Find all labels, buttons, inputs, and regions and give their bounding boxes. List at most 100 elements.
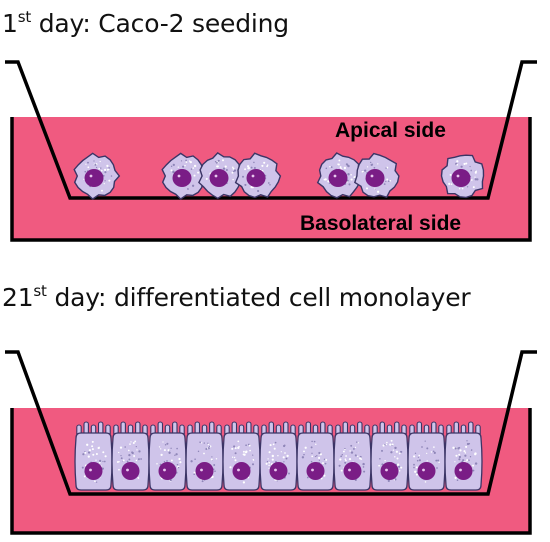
differentiated-cell — [111, 421, 150, 491]
cytoplasm-granule — [250, 185, 253, 189]
cytoplasm-granule — [465, 445, 468, 448]
cytoplasm-granule — [244, 451, 248, 454]
cytoplasm-granule — [311, 455, 314, 458]
cytoplasm-granule — [337, 163, 340, 166]
cytoplasm-granule — [231, 171, 234, 174]
cytoplasm-granule — [454, 447, 457, 450]
cytoplasm-granule — [468, 459, 470, 462]
cytoplasm-granule — [386, 178, 389, 181]
cytoplasm-granule — [224, 165, 227, 168]
cytoplasm-granule — [242, 481, 246, 484]
cytoplasm-granule — [253, 166, 256, 170]
cytoplasm-granule — [455, 454, 458, 457]
cell-membrane — [296, 432, 335, 491]
cytoplasm-granule — [104, 171, 107, 174]
cytoplasm-granule — [318, 451, 321, 455]
nucleolus — [200, 468, 203, 472]
cytoplasm-granule — [215, 161, 218, 164]
cytoplasm-granule — [311, 440, 313, 443]
cytoplasm-granule — [370, 163, 373, 167]
cytoplasm-granule — [448, 182, 451, 185]
cytoplasm-granule — [350, 451, 354, 454]
cytoplasm-granule — [207, 442, 209, 444]
cytoplasm-granule — [303, 450, 305, 453]
cytoplasm-granule — [170, 165, 173, 168]
cytoplasm-granule — [338, 159, 341, 162]
nucleolus — [214, 174, 218, 178]
cytoplasm-granule — [283, 444, 286, 447]
day21-outer-well — [10, 408, 532, 535]
cytoplasm-granule — [197, 171, 200, 174]
cytoplasm-granule — [129, 443, 131, 445]
cytoplasm-granule — [325, 458, 328, 461]
cytoplasm-granule — [203, 452, 205, 455]
nucleolus — [370, 174, 374, 178]
day21-heading-number: 21 — [2, 283, 34, 312]
cytoplasm-granule — [268, 467, 270, 469]
cytoplasm-granule — [354, 454, 357, 457]
cytoplasm-granule — [382, 444, 385, 447]
day1-heading: 1st day: Caco-2 seeding — [2, 8, 289, 38]
cytoplasm-granule — [232, 166, 234, 169]
cytoplasm-granule — [222, 167, 226, 170]
cytoplasm-granule — [163, 449, 166, 452]
cytoplasm-granule — [231, 447, 234, 450]
cytoplasm-granule — [272, 443, 275, 446]
cytoplasm-granule — [280, 451, 282, 453]
cytoplasm-granule — [187, 187, 189, 190]
cytoplasm-granule — [211, 456, 213, 458]
cytoplasm-granule — [170, 459, 173, 462]
cytoplasm-granule — [472, 186, 475, 189]
cytoplasm-granule — [234, 447, 237, 450]
cytoplasm-granule — [385, 167, 387, 169]
cytoplasm-granule — [369, 161, 372, 164]
cytoplasm-granule — [393, 479, 396, 481]
cytoplasm-granule — [245, 444, 247, 447]
cytoplasm-granule — [234, 452, 237, 455]
cytoplasm-granule — [269, 444, 272, 447]
cytoplasm-granule — [466, 459, 469, 462]
cytoplasm-granule — [252, 454, 254, 456]
cell-membrane — [259, 432, 298, 491]
differentiated-cell — [259, 421, 298, 491]
nucleolus — [333, 174, 337, 178]
day21-insert-outline — [5, 350, 537, 496]
cytoplasm-granule — [472, 464, 475, 467]
cytoplasm-granule — [178, 457, 181, 461]
cytoplasm-granule — [395, 450, 399, 453]
cytoplasm-granule — [284, 452, 286, 454]
cytoplasm-granule — [310, 446, 313, 449]
cytoplasm-granule — [268, 451, 271, 454]
nucleolus — [237, 468, 240, 472]
cytoplasm-granule — [184, 164, 186, 167]
cytoplasm-granule — [363, 470, 366, 473]
cytoplasm-granule — [88, 449, 92, 452]
nucleolus — [89, 174, 93, 178]
cytoplasm-granule — [156, 463, 158, 465]
cytoplasm-granule — [456, 160, 459, 163]
nucleolus — [251, 174, 255, 178]
cytoplasm-granule — [91, 440, 94, 443]
cytoplasm-granule — [91, 445, 94, 448]
cytoplasm-granule — [348, 183, 351, 186]
cytoplasm-granule — [377, 163, 379, 165]
cytoplasm-granule — [460, 165, 463, 168]
cytoplasm-granule — [438, 461, 440, 464]
cytoplasm-granule — [265, 462, 268, 465]
cytoplasm-granule — [130, 441, 132, 443]
cytoplasm-granule — [102, 451, 105, 454]
cytoplasm-granule — [128, 453, 131, 457]
seeded-cell — [198, 151, 245, 200]
cytoplasm-granule — [95, 481, 98, 483]
cytoplasm-granule — [201, 480, 204, 483]
cytoplasm-granule — [200, 442, 203, 444]
cytoplasm-granule — [197, 450, 200, 453]
cytoplasm-granule — [84, 170, 87, 173]
cytoplasm-granule — [135, 445, 137, 448]
cytoplasm-granule — [126, 460, 129, 463]
cytoplasm-granule — [414, 452, 417, 454]
cytoplasm-granule — [345, 163, 348, 166]
nucleolus — [385, 468, 388, 472]
cytoplasm-granule — [122, 459, 125, 462]
